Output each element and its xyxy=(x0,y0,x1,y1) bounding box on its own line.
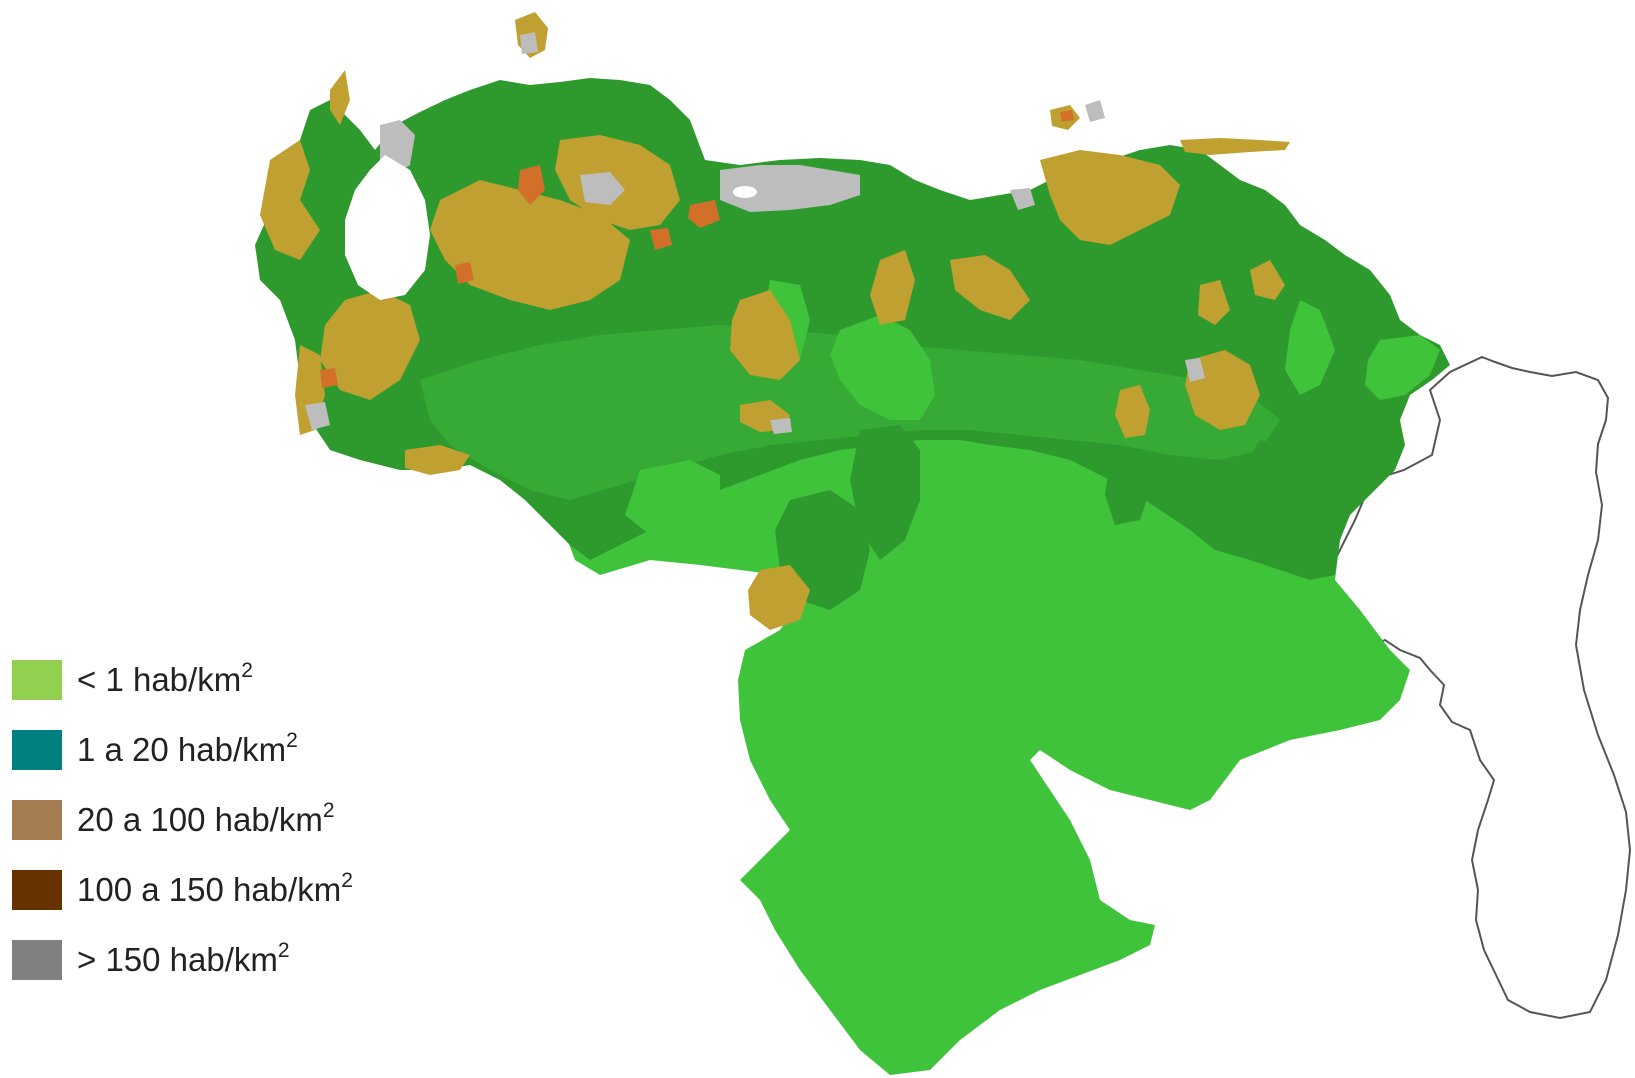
region-east-ochre-3 xyxy=(1115,385,1150,438)
region-east-ochre-5 xyxy=(1250,260,1285,300)
region-northwest-peninsula xyxy=(330,70,350,125)
region-mid-belt xyxy=(420,325,1280,500)
legend-item-lt-1: < 1 hab/km2 xyxy=(12,656,412,726)
region-gray-paraguana xyxy=(520,32,538,54)
region-orange-1 xyxy=(518,165,545,205)
region-mid-dark-patch xyxy=(1105,455,1150,525)
region-barcelona-urban xyxy=(1010,188,1035,210)
legend-label-gt-150: > 150 hab/km2 xyxy=(77,939,290,978)
region-orange-3 xyxy=(650,228,672,250)
region-west-dense-5 xyxy=(405,445,470,475)
region-valencia-urban xyxy=(580,172,625,205)
region-orange-2 xyxy=(688,200,720,228)
region-llanos-sparse-1 xyxy=(830,315,935,420)
region-gray-guyana-border xyxy=(770,418,792,434)
region-central-ochre-3 xyxy=(950,255,1030,320)
lake-maracaibo xyxy=(345,155,430,300)
region-monagas-dark xyxy=(1235,440,1340,565)
region-south-sparse xyxy=(560,395,1410,1075)
legend-item-100-150: 100 a 150 hab/km2 xyxy=(12,866,412,936)
region-llanos-sparse-4 xyxy=(625,460,720,535)
region-orange-6 xyxy=(1060,110,1074,122)
region-gray-east xyxy=(1185,358,1205,382)
region-west-dense-3 xyxy=(430,180,630,310)
legend-label-lt-1: < 1 hab/km2 xyxy=(77,659,253,698)
region-east-ochre-4 xyxy=(1198,280,1230,325)
region-west-dense-2 xyxy=(320,290,420,400)
region-central-ochre-2 xyxy=(870,250,915,325)
legend-swatch-100-150 xyxy=(12,870,62,910)
legend-label-20-100: 20 a 100 hab/km2 xyxy=(77,799,335,838)
region-orange-5 xyxy=(320,368,338,388)
region-llanos-sparse-3 xyxy=(1285,300,1335,395)
region-northeast-coast xyxy=(1180,138,1290,155)
region-guarico-dark xyxy=(850,425,920,560)
map-legend: < 1 hab/km2 1 a 20 hab/km2 20 a 100 hab/… xyxy=(12,656,412,1006)
legend-swatch-1-20 xyxy=(12,730,62,770)
region-gray-margarita xyxy=(1085,100,1105,122)
legend-item-gt-150: > 150 hab/km2 xyxy=(12,936,412,1006)
legend-label-1-20: 1 a 20 hab/km2 xyxy=(77,729,298,768)
legend-swatch-gt-150 xyxy=(12,940,62,980)
region-east-sparse xyxy=(1365,335,1440,400)
legend-item-1-20: 1 a 20 hab/km2 xyxy=(12,726,412,796)
lake-valencia xyxy=(733,186,757,198)
legend-swatch-20-100 xyxy=(12,800,62,840)
legend-item-20-100: 20 a 100 hab/km2 xyxy=(12,796,412,866)
region-caracas-urban xyxy=(720,165,860,212)
region-east-ochre-1 xyxy=(1040,150,1180,245)
region-west-urban xyxy=(305,402,330,430)
region-orange-4 xyxy=(455,262,474,284)
legend-swatch-lt-1 xyxy=(12,660,62,700)
legend-label-100-150: 100 a 150 hab/km2 xyxy=(77,869,353,908)
region-apure-ochre xyxy=(748,565,810,630)
region-west-dense-1 xyxy=(260,140,320,260)
region-central-ochre-1 xyxy=(730,290,800,380)
region-east-ochre-2 xyxy=(1185,350,1260,430)
